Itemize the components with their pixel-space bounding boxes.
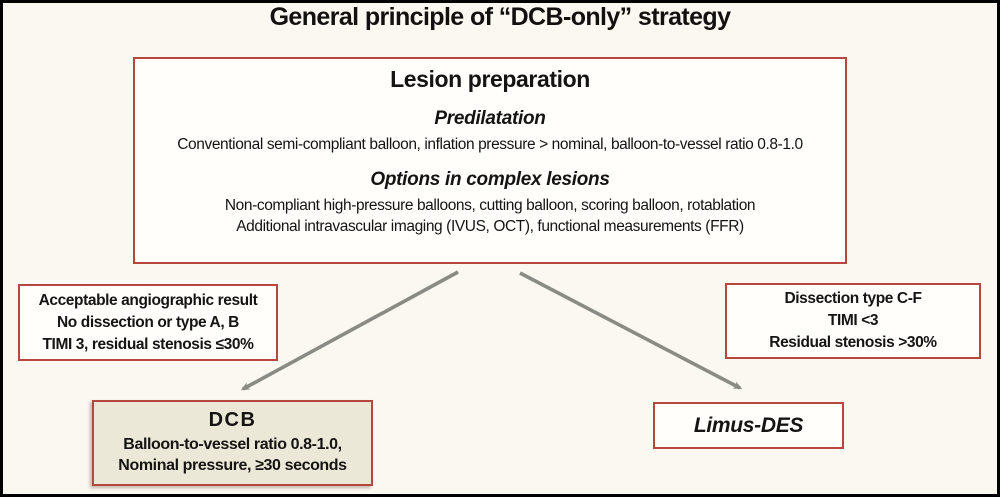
- dissection-result-line-3: Residual stenosis >30%: [769, 334, 937, 351]
- complex-options-detail-1: Non-compliant high-pressure balloons, cu…: [224, 196, 756, 214]
- complex-options-heading: Options in complex lesions: [370, 168, 610, 190]
- lesion-preparation-heading: Lesion preparation: [390, 66, 590, 92]
- acceptable-result-line-3: TIMI 3, residual stenosis ≤30%: [42, 335, 254, 353]
- limus-des-heading: Limus-DES: [693, 413, 804, 437]
- dissection-result-line-1: Dissection type C-F: [784, 290, 922, 307]
- predilatation-detail: Conventional semi-compliant balloon, inf…: [177, 136, 803, 153]
- dcb-heading: DCB: [208, 409, 257, 432]
- dissection-result-box: Dissection type C-F TIMI <3 Residual ste…: [725, 283, 981, 359]
- dissection-result-line-2: TIMI <3: [827, 312, 879, 329]
- acceptable-result-line-2: No dissection or type A, B: [57, 313, 239, 331]
- acceptable-result-line-1: Acceptable angiographic result: [38, 291, 258, 309]
- dcb-outcome-box: DCB Balloon-to-vessel ratio 0.8-1.0, Nom…: [92, 400, 373, 486]
- complex-options-detail-2: Additional intravascular imaging (IVUS, …: [236, 217, 744, 235]
- dcb-detail-2: Nominal pressure, ≥30 seconds: [118, 457, 347, 474]
- arrow-to-limus-des: [519, 271, 743, 390]
- limus-des-outcome-box: Limus-DES: [653, 402, 844, 449]
- predilatation-heading: Predilatation: [434, 108, 546, 129]
- page-title: General principle of “DCB-only” strategy: [269, 3, 731, 31]
- dcb-detail-1: Balloon-to-vessel ratio 0.8-1.0,: [123, 436, 342, 454]
- acceptable-result-box: Acceptable angiographic result No dissec…: [18, 284, 278, 361]
- lesion-preparation-box: Lesion preparation Predilatation Convent…: [133, 57, 847, 264]
